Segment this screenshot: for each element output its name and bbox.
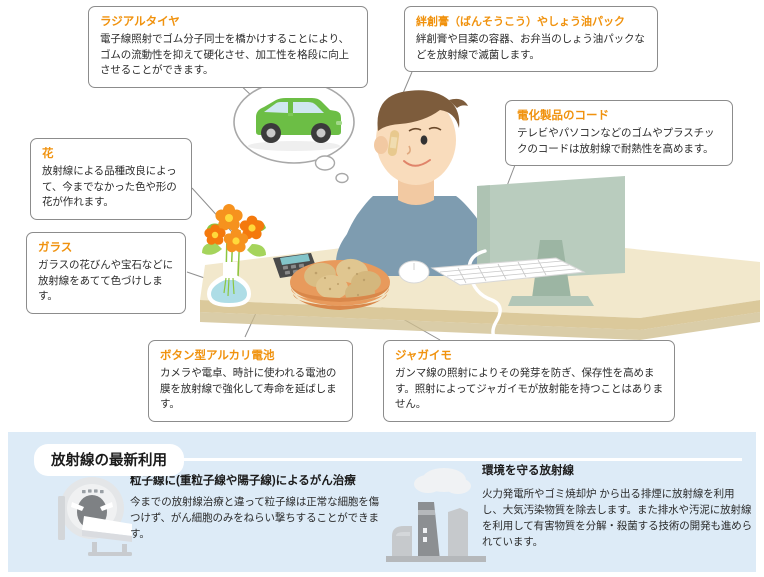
column-heading: 環境を守る放射線 [482,465,574,477]
callout-bandage-soy-sauce-pack: 絆創膏（ばんそうこう）やしょう油パック 絆創膏や目薬の容器、お弁当のしょう油パッ… [404,6,658,72]
callout-radial-tire: ラジアルタイヤ 電子線照射でゴム分子同士を橋かけすることにより、ゴムの流動性を抑… [88,6,368,88]
flower-icon [204,204,265,253]
callout-glass: ガラス ガラスの花びんや宝石などに放射線をあてて色づけします。 [26,232,186,314]
ct-scanner-icon [58,477,132,556]
main-illustration [186,71,760,346]
column-body: 火力発電所やゴミ焼却炉 から出る排煙に放射線を利用し、大気汚染物質を除去します。… [482,488,753,548]
monitor-illustration [467,176,625,346]
thought-bubble [233,80,355,184]
mouse-illustration [398,260,430,284]
callout-button-alkaline-battery: ボタン型アルカリ電池 カメラや電卓、時計に使われる電池の膜を放射線で強化して寿命… [148,340,353,422]
panel-column-particle-therapy: 粒子線に(重粒子線や陽子線)によるがん治療 今までの放射線治療と違って粒子線は正… [130,472,388,542]
glass-vase-icon [206,262,252,308]
panel-column-environment: 環境を守る放射線 火力発電所やゴミ焼却炉 から出る排煙に放射線を利用し、大気汚染… [482,462,754,550]
callout-body: テレビやパソコンなどのゴムやプラスチックのコードは放射線で耐熱性を高めます。 [517,127,715,155]
callout-flower: 花 放射線による品種改良によって、今までなかった色や形の花が作れます。 [30,138,192,220]
keyboard-illustration [430,257,586,286]
latest-uses-panel: 放射線の最新利用 粒子線に(重粒子線や陽子線)によるがん治療 [8,432,756,572]
callout-body: 放射線による品種改良によって、今までなかった色や形の花が作れます。 [42,165,177,208]
factory-icon [386,468,486,562]
column-body: 今までの放射線治療と違って粒子線は正常な細胞を傷つけず、がん細胞のみをねらい撃ち… [130,496,380,540]
callout-body: 電子線照射でゴム分子同士を橋かけすることにより、ゴムの流動性を抑えて硬化させ、加… [100,33,350,76]
callout-appliance-cord: 電化製品のコード テレビやパソコンなどのゴムやプラスチックのコードは放射線で耐熱… [505,100,733,166]
callout-body: カメラや電卓、時計に使われる電池の膜を放射線で強化して寿命を延ばします。 [160,367,337,410]
panel-title: 放射線の最新利用 [34,444,184,476]
flower-vase-illustration [202,204,266,308]
green-car-icon [256,98,342,143]
callout-title: ボタン型アルカリ電池 [160,350,275,362]
column-heading: 粒子線に(重粒子線や陽子線)によるがん治療 [130,475,356,487]
callout-potato: ジャガイモ ガンマ線の照射によりその発芽を防ぎ、保存性を高めます。照射によってジ… [383,340,675,422]
person-illustration [334,90,503,281]
potato-basket-illustration [290,258,390,310]
callout-title: ガラス [38,242,73,254]
callout-title: 電化製品のコード [517,110,609,122]
callout-title: 花 [42,148,54,160]
bandage-icon [387,130,400,156]
callout-title: 絆創膏（ばんそうこう）やしょう油パック [416,16,625,28]
callout-title: ジャガイモ [395,350,452,362]
callout-body: ガラスの花びんや宝石などに放射線をあてて色づけします。 [38,259,173,302]
callout-body: 絆創膏や目薬の容器、お弁当のしょう油パックなどを放射線で滅菌します。 [416,33,645,61]
callout-title: ラジアルタイヤ [100,16,180,28]
panel-divider-rule [158,458,742,461]
callout-body: ガンマ線の照射によりその発芽を防ぎ、保存性を高めます。照射によってジャガイモが放… [395,367,663,410]
